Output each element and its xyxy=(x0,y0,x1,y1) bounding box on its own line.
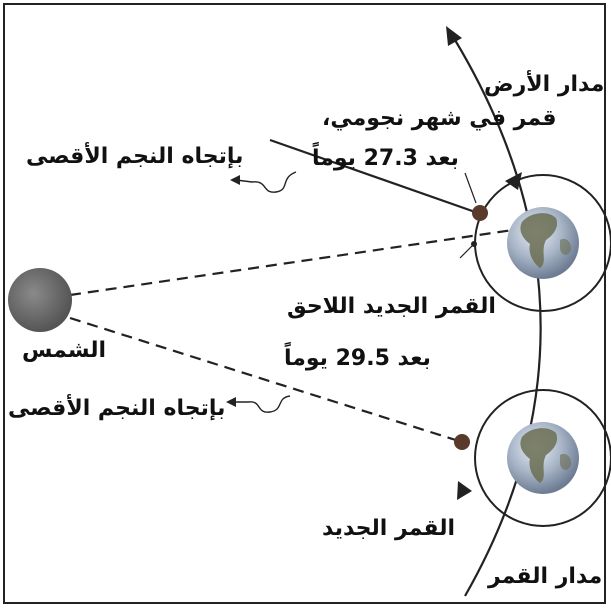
sun-to-earth-bottom-dashed xyxy=(69,316,463,444)
next-new-moon-marker xyxy=(471,241,477,247)
distant-star-top-label: بإتجاه النجم الأقصى xyxy=(26,144,244,169)
sun-icon xyxy=(8,268,72,332)
earth-top-icon xyxy=(507,207,579,279)
sun-to-earth-top-dashed xyxy=(69,224,541,297)
moon-sidereal-icon xyxy=(472,205,488,221)
sidereal-month-label-line1: قمر في شهر نجومي، xyxy=(322,106,557,131)
distant-star-bottom-arrow-icon xyxy=(226,395,291,413)
sun-label: الشمس xyxy=(22,338,107,363)
moon-orbit-label: مدار القمر xyxy=(488,564,603,589)
distant-star-bottom-label: بإتجاه النجم الأقصى xyxy=(8,396,226,421)
moon-orbit-bottom-circle xyxy=(474,389,611,527)
earth-orbit-lower-arrowhead xyxy=(457,481,472,500)
distant-star-top-arrow-icon xyxy=(230,171,297,193)
sidereal-label-pointer xyxy=(464,172,477,204)
earth-bottom-icon xyxy=(507,422,579,494)
next-new-moon-label-line1: القمر الجديد اللاحق xyxy=(287,294,496,319)
earth-orbit-arrowhead xyxy=(446,26,462,46)
next-new-moon-label-line2: بعد 29.5 يوماً xyxy=(284,346,431,371)
new-moon-label: القمر الجديد xyxy=(322,516,456,541)
earth-orbit-arc xyxy=(454,39,542,597)
moon-new-icon xyxy=(454,434,470,450)
sidereal-month-label-line2: بعد 27.3 يوماً xyxy=(312,146,459,171)
next-new-moon-label-pointer xyxy=(459,243,475,259)
earth-orbit-label: مدار الأرض xyxy=(484,72,605,97)
diagram-frame xyxy=(3,3,606,604)
sidereal-direction-line xyxy=(269,138,479,215)
